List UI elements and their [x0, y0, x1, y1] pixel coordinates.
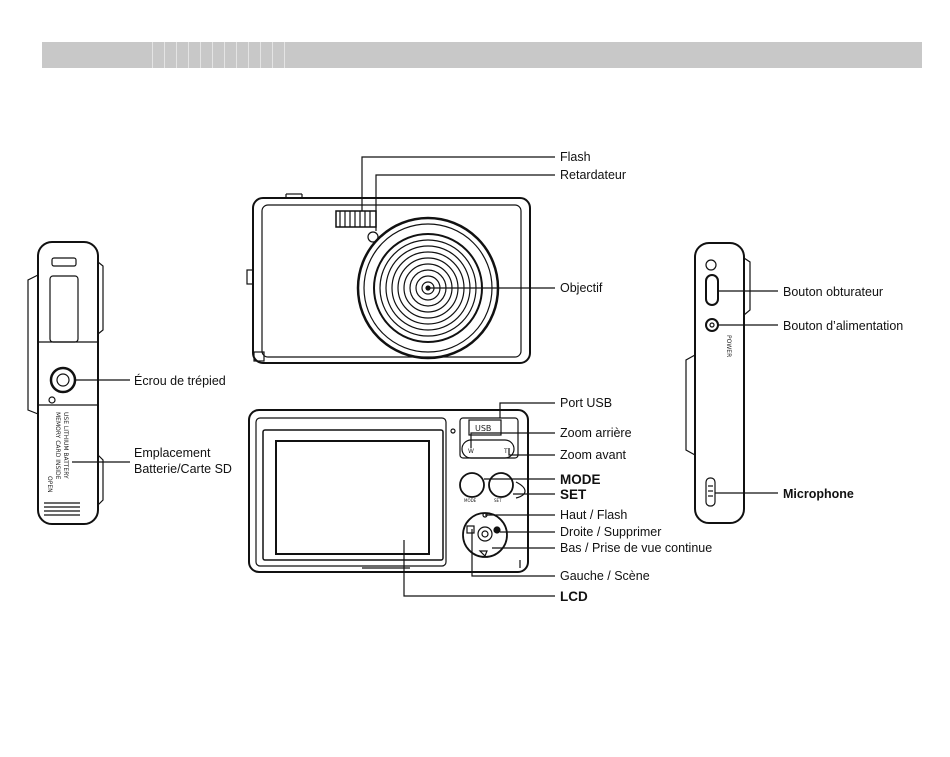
label-down-burst: Bas / Prise de vue continue: [560, 541, 712, 555]
label-usb-port: Port USB: [560, 396, 612, 410]
set-small-text: SET: [494, 498, 502, 503]
label-lcd: LCD: [560, 589, 588, 604]
label-battery-slot-1: Emplacement: [134, 446, 211, 460]
label-lens: Objectif: [560, 281, 603, 295]
label-flash: Flash: [560, 150, 591, 164]
usb-port-text: USB: [475, 424, 491, 433]
label-tripod-socket: Écrou de trépied: [134, 373, 226, 388]
camera-front-view: [246, 156, 555, 364]
label-zoom-in: Zoom avant: [560, 448, 627, 462]
lcd-screen: [275, 440, 430, 555]
self-timer-lamp: [367, 231, 379, 243]
zoom-w-text: W: [468, 448, 474, 455]
label-self-timer: Retardateur: [560, 168, 626, 182]
camera-right-side-view: [685, 242, 778, 524]
label-up-flash: Haut / Flash: [560, 508, 627, 522]
microphone: [705, 477, 716, 507]
flash-window: [335, 210, 377, 228]
shutter-button: [705, 274, 719, 306]
zoom-t-text: T: [503, 448, 508, 455]
label-power-button: Bouton d’alimentation: [783, 319, 903, 333]
label-shutter-button: Bouton obturateur: [783, 285, 883, 299]
zoom-rocker: [461, 439, 515, 459]
mode-small-text: MODE: [464, 498, 477, 503]
label-zoom-out: Zoom arrière: [560, 426, 632, 440]
label-right-delete: Droite / Supprimer: [560, 525, 661, 539]
camera-back-view: [248, 402, 555, 597]
mode-button: [459, 472, 485, 498]
battery-text-2: MEMORY CARD INSIDE: [54, 412, 61, 480]
set-button: [488, 472, 514, 498]
tripod-socket: [49, 366, 77, 394]
label-left-scene: Gauche / Scène: [560, 569, 650, 583]
label-microphone: Microphone: [783, 487, 854, 501]
power-text: POWER: [725, 335, 732, 357]
battery-text-3: OPEN: [46, 476, 53, 493]
camera-left-side-view: [27, 241, 130, 525]
battery-text-1: USE LITHIUM BATTERY: [62, 412, 69, 479]
label-set: SET: [560, 487, 587, 502]
usb-port: [468, 419, 502, 436]
header-bar: [42, 42, 922, 68]
power-button: [705, 318, 719, 332]
label-mode: MODE: [560, 472, 601, 487]
label-battery-slot-2: Batterie/Carte SD: [134, 462, 232, 476]
